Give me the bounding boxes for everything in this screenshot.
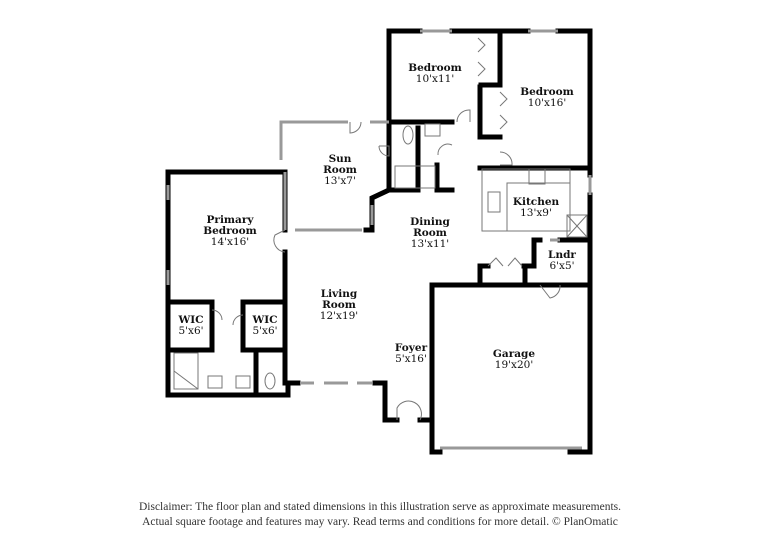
fixtures: [173, 37, 588, 421]
room-name: Lndr: [548, 249, 576, 261]
disclaimer-line-1: Disclaimer: The floor plan and stated di…: [138, 501, 622, 513]
room-dims: 13'x11': [410, 238, 450, 250]
room-dims: 13'x9': [520, 207, 552, 219]
room-name: Bedroom: [520, 86, 574, 98]
room-name: WIC: [178, 314, 204, 326]
walls: [165, 28, 593, 455]
room-dims: 19'x20': [494, 359, 534, 371]
room-dims: 5'x6': [178, 325, 204, 337]
disclaimer: Disclaimer: The floor plan and stated di…: [0, 500, 760, 530]
disclaimer-line-2: Actual square footage and features may v…: [142, 516, 618, 528]
room-dims: 14'x16': [210, 236, 250, 248]
room-name: Dining Room: [410, 216, 450, 239]
room-dims: 10'x11': [415, 73, 455, 85]
room-dims: 10'x16': [527, 97, 567, 109]
room-name: Living Room: [320, 288, 358, 311]
room-dims: 5'x16': [395, 353, 427, 365]
room-dims: 5'x6': [252, 325, 278, 337]
room-name: Bedroom: [408, 62, 462, 74]
windows: [166, 29, 592, 450]
room-name: Kitchen: [512, 196, 560, 208]
room-name: Primary Bedroom: [203, 214, 257, 237]
room-name: WIC: [252, 314, 278, 326]
room-name: Foyer: [394, 342, 428, 354]
room-name: Garage: [492, 348, 536, 360]
room-dims: 13'x7': [324, 175, 356, 187]
room-dims: 6'x5': [549, 260, 575, 272]
room-dims: 12'x19': [319, 310, 359, 322]
room-name: Sun Room: [323, 153, 357, 176]
